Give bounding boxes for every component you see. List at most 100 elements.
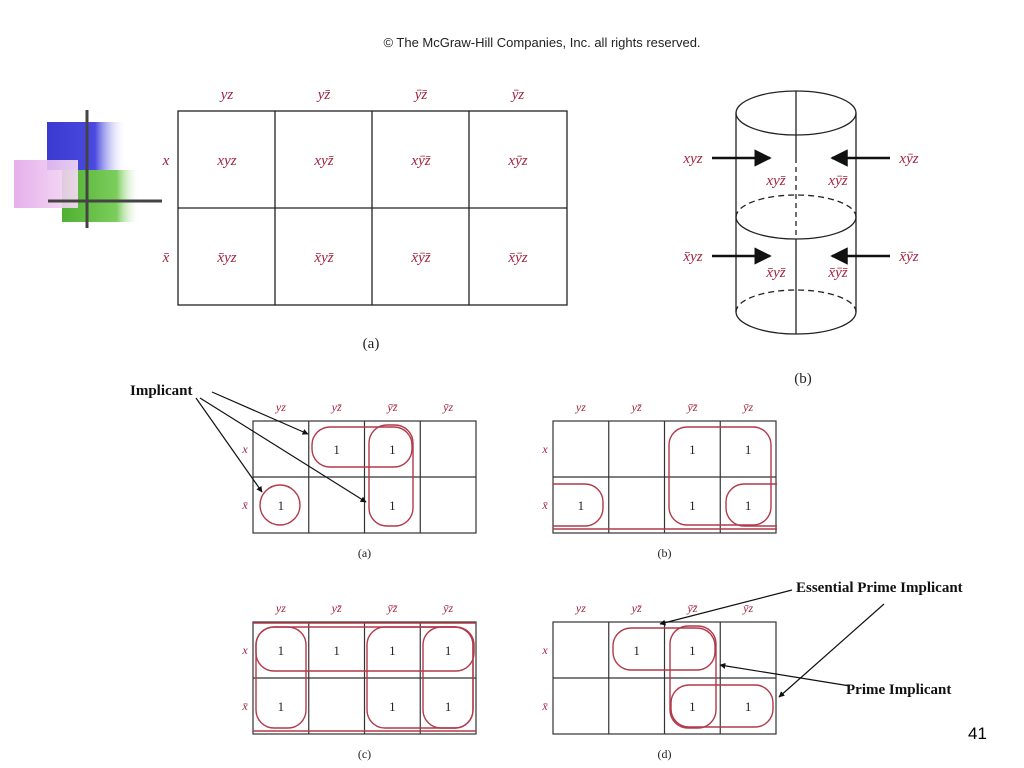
implicant-loops (253, 424, 777, 732)
small-cell-value: 1 (389, 442, 396, 457)
small-col-header: yz̄ (631, 400, 642, 414)
cylinder-bottom-back (735, 289, 857, 313)
small-col-header: yz (575, 400, 586, 414)
figure-b-caption: (b) (794, 371, 812, 387)
small-col-header: ȳz (742, 400, 753, 414)
small-col-header: ȳz (442, 601, 453, 615)
cylinder-middle-back (735, 194, 857, 218)
cylinder-inner-label: xȳz̄ (827, 173, 847, 189)
small-cell-value: 1 (333, 442, 340, 457)
small-col-header: yz (275, 601, 286, 615)
small-cell-value: 1 (745, 699, 752, 714)
small-cell-value: 1 (578, 498, 585, 513)
cylinder-label: x̄yz (682, 249, 702, 265)
small-cell-value: 1 (333, 643, 340, 658)
annotation-arrows (195, 391, 885, 698)
small-row-header: x (241, 442, 248, 456)
cylinder-inner-label: x̄yz̄ (765, 265, 785, 281)
small-cell-value: 1 (389, 643, 396, 658)
cylinder-diagram (712, 90, 890, 335)
small-col-header: ȳz̄ (386, 400, 397, 414)
loop (553, 483, 604, 527)
big-row-header: x̄ (162, 250, 170, 266)
small-row-header: x (241, 643, 248, 657)
small-col-header: yz̄ (331, 601, 342, 615)
implicant-label: Implicant (130, 383, 193, 399)
big-cell: x̄yz (216, 250, 236, 266)
big-cell: xȳz (507, 153, 527, 169)
small-cell-value: 1 (745, 498, 752, 513)
loop (255, 626, 475, 672)
big-col-header: ȳz̄ (413, 87, 428, 103)
small-kmap-caption: (d) (658, 747, 672, 761)
cylinder-label: x̄ȳz (898, 249, 918, 265)
loop (368, 424, 414, 527)
loop (311, 426, 413, 468)
big-cell: x̄yz̄ (313, 250, 333, 266)
loop (668, 426, 772, 526)
small-cell-value: 1 (278, 498, 285, 513)
small-col-header: yz (275, 400, 286, 414)
small-row-header: x̄ (541, 699, 548, 713)
small-cell-value: 1 (689, 643, 696, 658)
small-cell-value: 1 (689, 699, 696, 714)
small-col-header: ȳz̄ (686, 601, 697, 615)
big-cell: xȳz̄ (410, 153, 430, 169)
small-cell-value: 1 (389, 498, 396, 513)
cylinder-inner-label: x̄ȳz̄ (827, 265, 847, 281)
loop (259, 484, 301, 526)
big-col-header: yz̄ (316, 87, 331, 103)
small-cell-value: 1 (689, 442, 696, 457)
slide-template-decoration (14, 110, 162, 228)
small-col-header: yz (575, 601, 586, 615)
cylinder-middle-front (735, 216, 857, 240)
small-row-header: x (541, 643, 548, 657)
small-cell-value: 1 (745, 442, 752, 457)
loop (612, 627, 716, 671)
small-col-header: ȳz̄ (386, 601, 397, 615)
loop (670, 684, 774, 728)
loop (669, 625, 717, 729)
big-col-header: yz (219, 87, 234, 103)
big-cell: x̄ȳz̄ (410, 250, 430, 266)
loop (422, 626, 474, 729)
copyright-notice: © The McGraw-Hill Companies, Inc. all ri… (383, 35, 701, 50)
big-row-header: x (162, 153, 170, 169)
small-kmap-caption: (c) (358, 747, 371, 761)
small-cell-value: 1 (278, 699, 285, 714)
cylinder-bottom-front (735, 311, 857, 335)
small-kmap-caption: (b) (658, 546, 672, 560)
small-cell-value: 1 (389, 699, 396, 714)
small-kmaps: yz yz̄ ȳz̄ ȳz x x̄ 1 1 1 1 (a) yz yz̄ ȳz̄ ȳz x x̄ 1 1 1 1 1 (b… (241, 400, 777, 761)
big-cell: xyz (216, 153, 236, 169)
small-col-header: yz̄ (331, 400, 342, 414)
small-col-header: ȳz (442, 400, 453, 414)
big-cell: xyz̄ (313, 153, 333, 169)
prime-implicant-label: Prime Implicant (846, 682, 951, 698)
small-row-header: x̄ (241, 498, 248, 512)
essential-prime-implicant-label: Essential Prime Implicant (796, 580, 963, 596)
figure-a-caption: (a) (363, 336, 380, 352)
big-cell: x̄ȳz (507, 250, 527, 266)
small-kmap: yz yz̄ ȳz̄ ȳz x x̄ 1 1 1 1 (a) (241, 400, 477, 560)
big-col-header: ȳz (510, 87, 525, 103)
small-cell-value: 1 (445, 643, 452, 658)
big-kmap: yz yz̄ ȳz̄ ȳz x x̄ xyz xyz̄ xȳz̄ xȳz x̄y… (162, 87, 568, 352)
small-col-header: ȳz̄ (686, 400, 697, 414)
small-cell-value: 1 (278, 643, 285, 658)
loop (725, 483, 777, 527)
small-kmap: yz yz̄ ȳz̄ ȳz x x̄ 1 1 1 1 1 1 1 (c) (241, 601, 477, 761)
small-cell-value: 1 (689, 498, 696, 513)
small-row-header: x (541, 442, 548, 456)
small-row-header: x̄ (241, 699, 248, 713)
small-col-header: yz̄ (631, 601, 642, 615)
cylinder-label: xyz (682, 151, 702, 167)
slide-number: 41 (968, 724, 987, 743)
small-kmap-caption: (a) (358, 546, 371, 560)
small-cell-value: 1 (445, 699, 452, 714)
small-col-header: ȳz (742, 601, 753, 615)
cylinder-inner-label: xyz̄ (765, 173, 785, 189)
